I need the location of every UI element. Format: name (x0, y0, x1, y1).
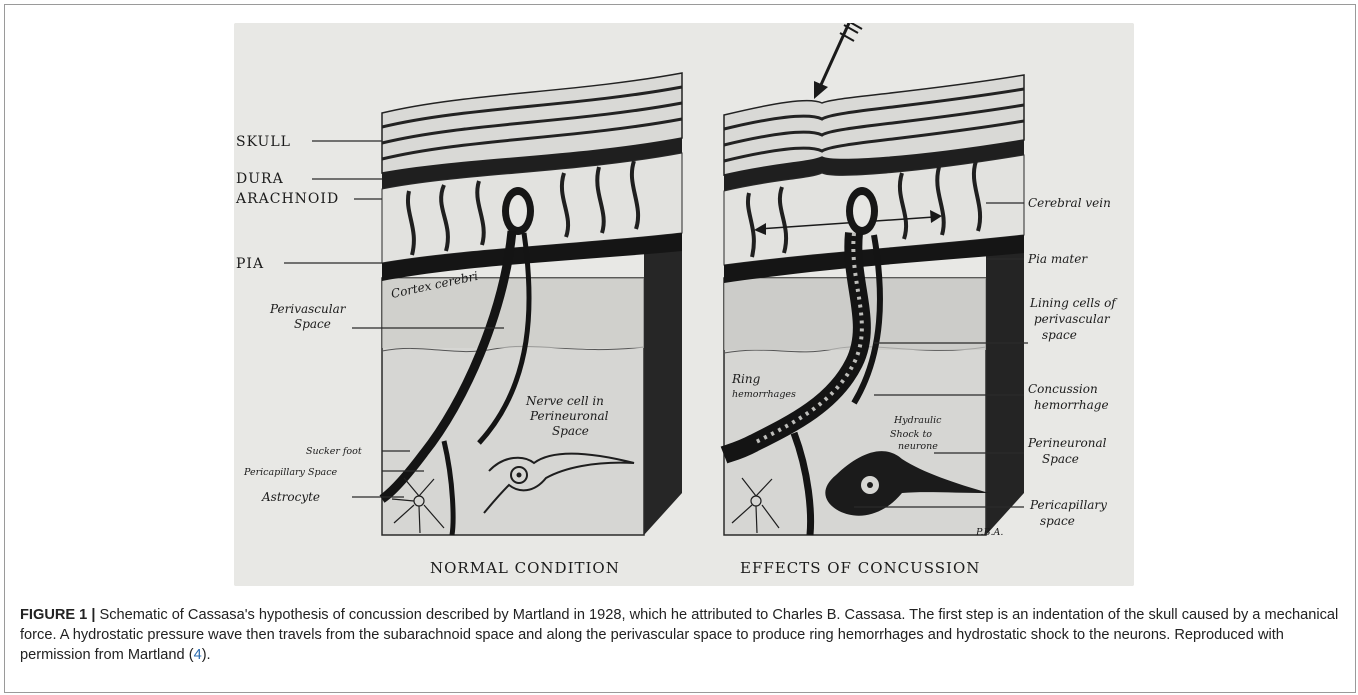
caption-text: Schematic of Cassasa's hypothesis of con… (20, 607, 1338, 663)
label-arachnoid: ARACHNOID (235, 191, 339, 207)
label-skull: SKULL (236, 134, 291, 150)
label-perivascular-2: Space (294, 317, 331, 331)
caption-text-end: ). (202, 647, 211, 663)
label-lining-3: space (1042, 328, 1077, 342)
label-hydraulic-3: neurone (898, 441, 938, 452)
figure-label: FIGURE 1 | (20, 607, 95, 623)
label-perineuronal-2: Space (1042, 452, 1079, 466)
figure-caption: FIGURE 1 | Schematic of Cassasa's hypoth… (20, 605, 1346, 665)
label-perivascular-1: Perivascular (269, 302, 347, 316)
label-ring-1: Ring (731, 372, 761, 386)
figure-illustration: SKULL DURA ARACHNOID PIA Cortex cerebri … (234, 23, 1134, 586)
label-pericapillary-space: Pericapillary Space (243, 467, 338, 478)
artist-signature: P.B.A. (975, 527, 1003, 538)
label-nerve-cell-2: Perineuronal (529, 409, 609, 423)
label-perineuronal-1: Perineuronal (1027, 436, 1107, 450)
label-pericapillary-2: space (1040, 514, 1075, 528)
label-lining-1: Lining cells of (1029, 296, 1118, 310)
reference-link[interactable]: 4 (194, 647, 202, 663)
label-lining-2: perivascular (1034, 312, 1111, 326)
label-concussion-1: Concussion (1028, 382, 1098, 396)
label-dura: DURA (236, 171, 284, 187)
label-pia: PIA (236, 256, 264, 272)
label-hydraulic-1: Hydraulic (893, 415, 942, 426)
label-astrocyte: Astrocyte (261, 490, 320, 504)
label-pia-mater: Pia mater (1027, 252, 1088, 266)
label-nerve-cell-3: Space (552, 424, 589, 438)
label-pericapillary-1: Pericapillary (1029, 498, 1107, 512)
label-sucker-foot: Sucker foot (306, 446, 362, 457)
label-nerve-cell-1: Nerve cell in (525, 394, 604, 408)
figure-frame: SKULL DURA ARACHNOID PIA Cortex cerebri … (4, 4, 1356, 693)
title-normal-condition: NORMAL CONDITION (430, 559, 620, 577)
label-concussion-2: hemorrhage (1034, 398, 1109, 412)
label-hydraulic-2: Shock to (890, 429, 932, 440)
title-effects-of-concussion: EFFECTS OF CONCUSSION (740, 559, 980, 577)
label-ring-2: hemorrhages (732, 389, 796, 400)
label-cerebral-vein: Cerebral vein (1028, 196, 1111, 210)
